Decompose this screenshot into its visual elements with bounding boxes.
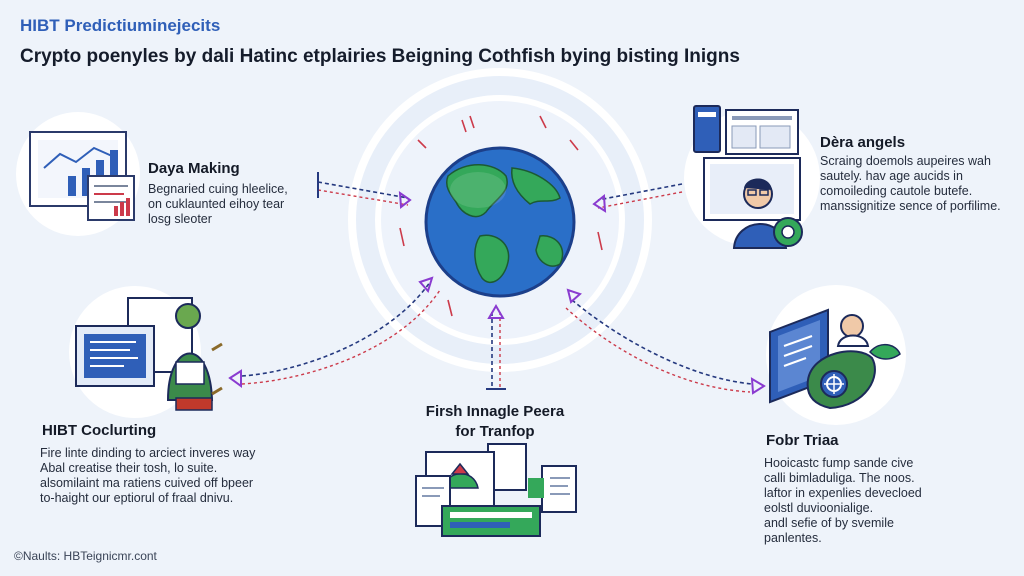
connector-bottom-right	[565, 288, 766, 395]
connector-top-right	[592, 183, 683, 213]
node-bottom-right-desc: Hooicastc fump sande cive calli bimladul…	[764, 456, 922, 545]
node-bottom-center-title: Firsh Innagle Peera for Tranfop	[425, 403, 565, 440]
coder-screen-icon	[75, 297, 223, 411]
node-top-left-title: Daya Making	[148, 160, 240, 177]
node-mid-left-desc: Fire linte dinding to arciect inveres wa…	[40, 446, 256, 505]
connector-mid-left	[228, 276, 441, 388]
globe-icon	[424, 146, 576, 298]
analyst-laptop-icon	[693, 105, 803, 249]
connector-top-left	[317, 172, 412, 209]
brand-title: HIBT Predictiuminejecits	[20, 16, 221, 35]
documents-icon	[415, 443, 577, 537]
node-mid-left-title: HIBT Coclurting	[42, 422, 157, 439]
node-top-right-desc: Scraing doemols aupeires wah sautely. ha…	[820, 154, 1001, 213]
page-title: Crypto poenyles by dali Hatinc etplairie…	[20, 46, 740, 67]
ring-dashes	[399, 115, 603, 317]
node-top-right-title: Dèra angels	[820, 134, 906, 151]
node-top-left-desc: Begnaried cuing hleelice, on cuklaunted …	[148, 182, 288, 226]
data-chart-icon	[29, 131, 135, 221]
connector-bottom-center	[486, 304, 506, 390]
security-shield-icon	[769, 308, 901, 410]
node-bottom-right-title: Fobr Triaa	[766, 432, 839, 449]
footer-credit: ©Naults: HBTeignicmr.cont	[14, 549, 157, 563]
